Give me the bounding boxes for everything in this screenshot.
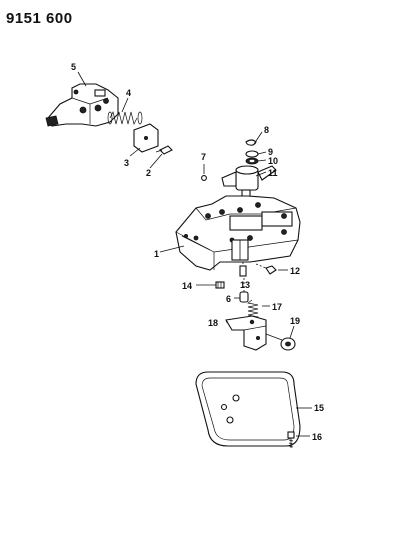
callout-17: 17 [272, 302, 282, 312]
callout-16: 16 [312, 432, 322, 442]
part-11-manual-lever [221, 165, 277, 203]
part-8-e-clip [245, 139, 257, 146]
callout-4: 4 [126, 88, 131, 98]
callout-9: 9 [268, 147, 273, 157]
part-13-valve [239, 262, 247, 277]
part-10-seal [245, 157, 259, 165]
callout-6: 6 [226, 294, 231, 304]
callout-13: 13 [240, 280, 250, 290]
callout-15: 15 [314, 403, 324, 413]
part-4-spring [107, 110, 143, 126]
part-3-cover-plate [133, 123, 159, 153]
part-15-filter [195, 371, 301, 447]
part-9-washer [245, 150, 259, 158]
callout-5: 5 [71, 62, 76, 72]
callout-12: 12 [290, 266, 300, 276]
part-2-screw [155, 145, 173, 155]
part-7-check-ball [201, 175, 207, 181]
part-14-plug [215, 281, 225, 289]
callout-3: 3 [124, 158, 129, 168]
part-1-valve-body [175, 195, 301, 271]
callout-8: 8 [264, 125, 269, 135]
part-16-screw [287, 431, 295, 448]
callout-11: 11 [268, 168, 278, 178]
callout-7: 7 [201, 152, 206, 162]
callout-1: 1 [154, 249, 159, 259]
callout-18: 18 [208, 318, 218, 328]
callout-14: 14 [182, 281, 192, 291]
callout-10: 10 [268, 156, 278, 166]
callout-19: 19 [290, 316, 300, 326]
part-6-pin [239, 278, 249, 303]
leader-lines [77, 71, 312, 437]
figure-number: 9151 600 [6, 10, 73, 27]
part-5-housing [45, 83, 119, 127]
part-19-roller [265, 333, 296, 351]
callout-2: 2 [146, 168, 151, 178]
part-12-nut [255, 263, 277, 275]
part-18-bracket [225, 315, 267, 351]
